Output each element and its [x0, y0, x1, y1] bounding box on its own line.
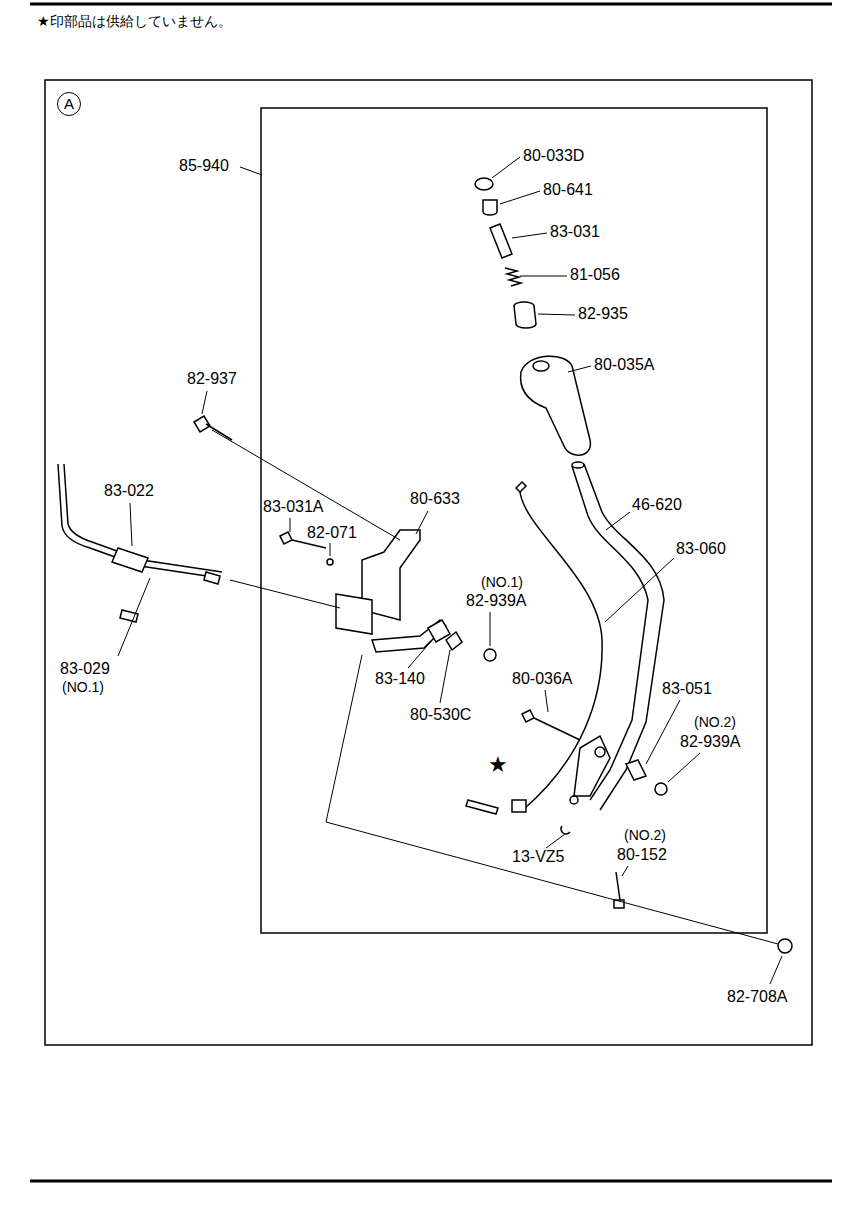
callout-number: 83-031 [549, 223, 601, 241]
section-letter: A [64, 96, 74, 112]
callout-number: 80-152 [616, 846, 668, 864]
callout-number: 83-051 [661, 680, 713, 698]
callout-number: 82-939A [679, 733, 742, 751]
callout-number: (NO.2) [693, 714, 737, 730]
callout-number: 82-935 [577, 305, 629, 323]
callout-number: 83-060 [675, 540, 727, 558]
callout-number: 80-033D [522, 147, 585, 165]
callout-number: 82-939A [465, 592, 528, 610]
callout-number: 83-029 [59, 660, 111, 678]
callout-number: 83-031A [262, 498, 325, 516]
callout-number: (NO.1) [480, 574, 524, 590]
callout-number: 83-022 [103, 482, 155, 500]
callout-number: 81-056 [569, 266, 621, 284]
star-mark: ★ [487, 753, 509, 777]
callout-number: 82-071 [306, 524, 358, 542]
callout-number: 80-035A [593, 356, 656, 374]
callout-number: 85-940 [178, 157, 230, 175]
callout-number: 80-633 [409, 490, 461, 508]
callout-number: 82-708A [726, 988, 789, 1006]
note-text: ★印部品は供給していません。 [36, 13, 233, 29]
callout-number: 46-620 [631, 496, 683, 514]
callout-number: 83-140 [374, 670, 426, 688]
callout-number: 13-VZ5 [511, 848, 565, 866]
callout-number: (NO.1) [61, 679, 105, 695]
callout-number: (NO.2) [623, 827, 667, 843]
callout-number: 80-036A [511, 670, 574, 688]
callout-number: 80-641 [542, 181, 594, 199]
callout-number: 82-937 [186, 370, 238, 388]
section-circle: A [57, 92, 81, 116]
callout-number: 80-530C [409, 706, 472, 724]
